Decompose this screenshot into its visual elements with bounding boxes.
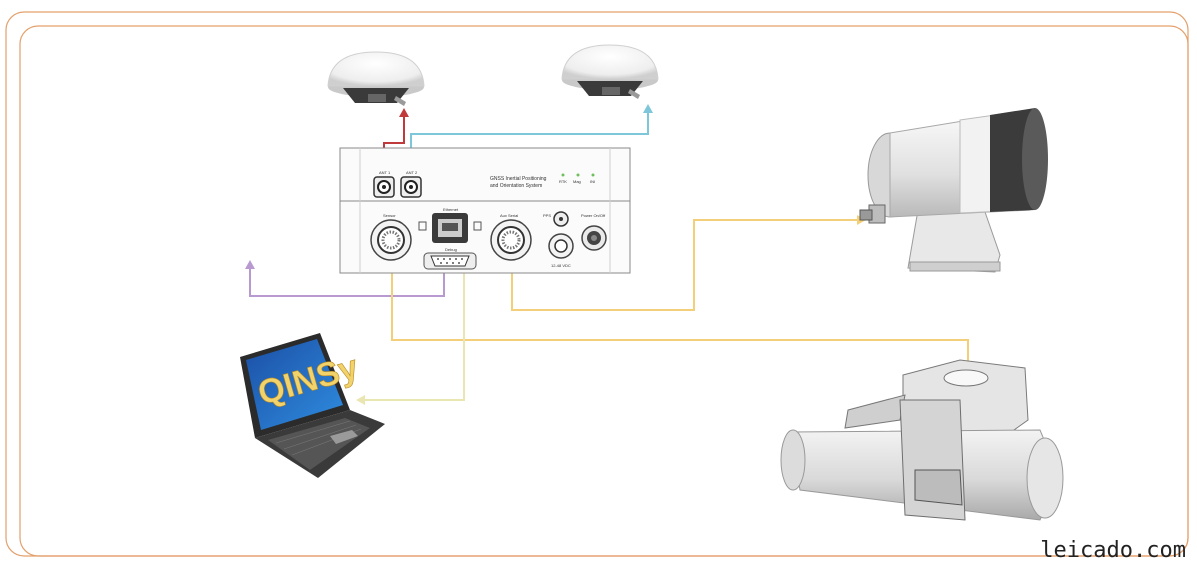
gyro-pod [780, 359, 1064, 521]
gnss-antenna-1 [327, 51, 425, 106]
aux-serial-port: Aux Serial [490, 213, 532, 261]
debug-label: Debug [445, 247, 457, 252]
pps-label: PPS [543, 213, 551, 218]
ant2-port: ANT 2 [400, 170, 422, 198]
led-label-ini: INI [590, 179, 595, 184]
serial-laptop-cable [362, 270, 465, 401]
gnss-antenna-2 [561, 44, 659, 99]
laptop: QINSy [240, 333, 385, 478]
power-switch: Power On/Off [581, 213, 607, 251]
power-input-label: 12-48 VDC [551, 263, 571, 268]
ethernet-label: Ethernet [443, 207, 459, 212]
device-title-line2: and Orientation System [490, 183, 542, 189]
ins-device: ANT 1 ANT 2 GNSS Inertial Positioning an… [339, 147, 631, 274]
motion-sensor [859, 108, 1048, 273]
sensor-port: Sensor [370, 213, 412, 261]
aux-serial-label: Aux Serial [500, 213, 518, 218]
debug-cable [249, 265, 445, 297]
led-label-rtk: RTK [559, 179, 567, 184]
device-title-line1: GNSS Inertial Positioning [490, 176, 547, 182]
debug-port: Debug [423, 247, 477, 270]
power-switch-label: Power On/Off [581, 213, 606, 218]
ant1-port: ANT 1 [373, 170, 395, 198]
watermark: leicado.com [1040, 538, 1186, 563]
sensor-label: Sensor [383, 213, 396, 218]
ethernet-port: Ethernet [418, 207, 482, 243]
sensor-cable [391, 258, 969, 378]
sensor-connector [859, 204, 886, 224]
frame-border [5, 11, 1189, 557]
pps-port: PPS [543, 211, 569, 227]
power-input-port: 12-48 VDC [548, 233, 574, 268]
ant1-label: ANT 1 [379, 170, 391, 175]
aux-serial-cable [511, 219, 860, 311]
cables [245, 104, 973, 405]
led-label-mag: Mag [573, 179, 581, 184]
ant2-label: ANT 2 [406, 170, 418, 175]
status-leds: RTK Mag INI [559, 173, 595, 184]
